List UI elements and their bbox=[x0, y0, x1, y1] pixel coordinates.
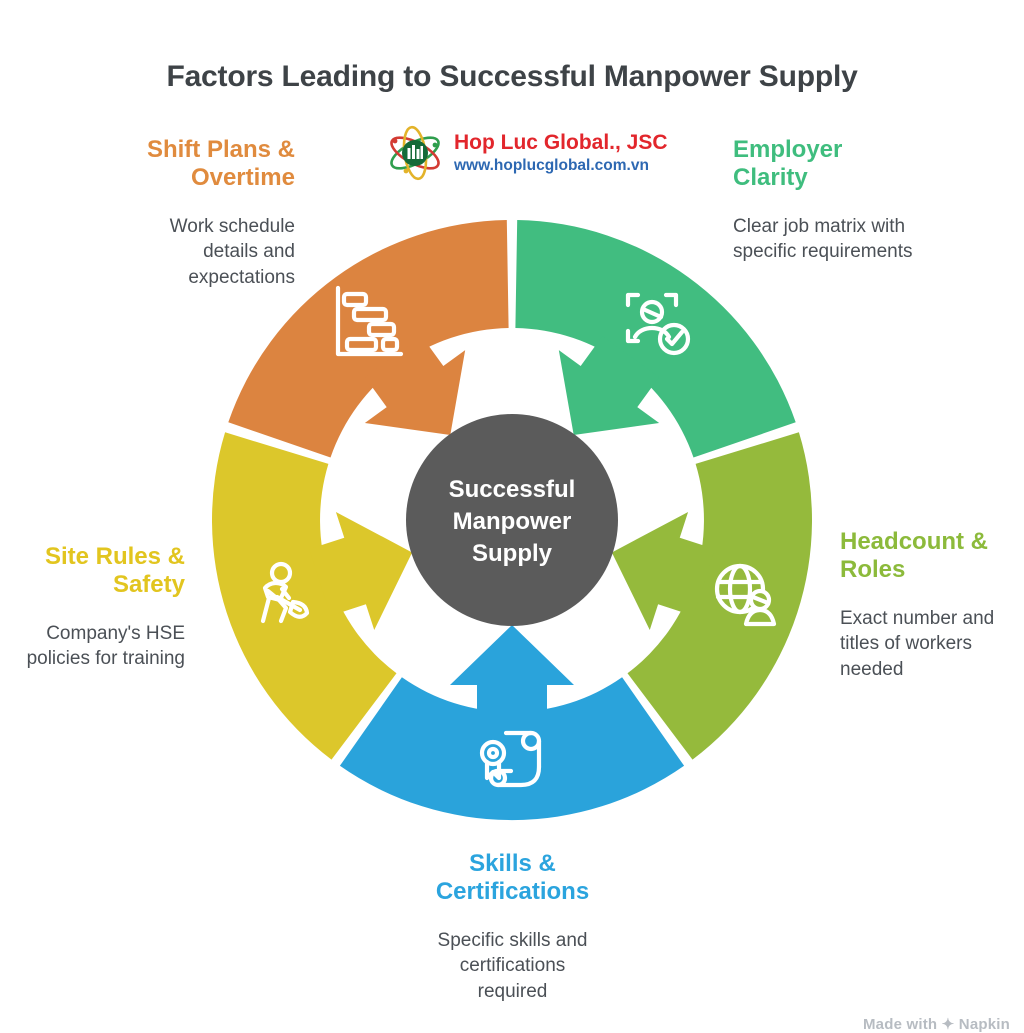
factor-shift-plans-overtime: Shift Plans & Overtime Work schedule det… bbox=[135, 136, 295, 291]
center-label: Successful Manpower Supply bbox=[448, 476, 576, 567]
segment-employer-clarity bbox=[515, 220, 796, 458]
factor-description-skills-certifications: Specific skills and certifications requi… bbox=[437, 929, 588, 1003]
factor-title-headcount-roles: Headcount & Roles bbox=[840, 528, 989, 584]
segment-site-rules-safety bbox=[212, 432, 397, 760]
company-website: www.hoplucglobal.com.vn bbox=[454, 157, 649, 175]
factor-title-skills-certifications: Skills & Certifications bbox=[435, 850, 590, 906]
factor-skills-certifications: Skills & Certifications Specific skills … bbox=[430, 850, 595, 1005]
watermark: Made with ✦ Napkin bbox=[862, 1016, 1010, 1033]
gantt-chart-icon bbox=[335, 285, 404, 357]
factor-title-shift-plans-overtime: Shift Plans & Overtime bbox=[146, 136, 295, 192]
arrow-headcount-roles bbox=[611, 512, 715, 630]
factor-description-shift-plans-overtime: Work schedule details and expectations bbox=[169, 215, 295, 289]
factor-description-headcount-roles: Exact number and titles of workers neede… bbox=[840, 607, 995, 681]
company-logo-icon bbox=[390, 125, 440, 181]
page-title: Factors Leading to Successful Manpower S… bbox=[166, 60, 858, 93]
certificate-scroll-icon bbox=[479, 730, 542, 788]
arrow-employer-clarity bbox=[558, 336, 660, 436]
candidate-check-icon bbox=[625, 292, 691, 356]
factor-employer-clarity: Employer Clarity Clear job matrix with s… bbox=[733, 136, 913, 265]
company-logo: Hop Luc Global., JSC www.hoplucglobal.co… bbox=[386, 124, 668, 182]
factor-headcount-roles: Headcount & Roles Exact number and title… bbox=[840, 528, 1015, 683]
worker-shovel-icon bbox=[260, 561, 310, 624]
company-name: Hop Luc Global., JSC bbox=[454, 131, 668, 155]
globe-users-icon bbox=[714, 563, 777, 627]
center-circle bbox=[406, 414, 618, 626]
wheel-diagram bbox=[212, 220, 812, 821]
arrow-site-rules-safety bbox=[309, 512, 413, 630]
factor-title-site-rules-safety: Site Rules & Safety bbox=[44, 543, 185, 599]
factor-description-site-rules-safety: Company's HSE policies for training bbox=[26, 622, 185, 670]
arrow-shift-plans-overtime bbox=[364, 336, 466, 436]
factor-site-rules-safety: Site Rules & Safety Company's HSE polici… bbox=[17, 543, 185, 672]
company-logo-text: Hop Luc Global., JSC www.hoplucglobal.co… bbox=[454, 130, 668, 176]
arrow-skills-certifications bbox=[450, 625, 574, 722]
segment-skills-certifications bbox=[339, 677, 685, 821]
factor-title-employer-clarity: Employer Clarity bbox=[733, 136, 843, 192]
factor-description-employer-clarity: Clear job matrix with specific requireme… bbox=[733, 215, 913, 263]
